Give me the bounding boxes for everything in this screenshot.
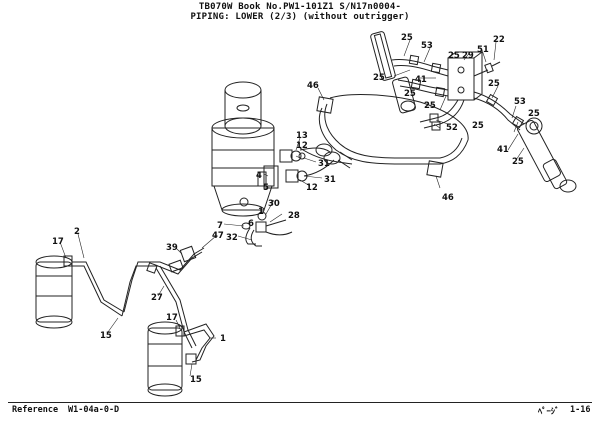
callout-30: 30 — [268, 199, 280, 209]
callout-5: 5 — [263, 183, 269, 193]
callout-1: 1 — [258, 207, 264, 217]
cylinder-lower-center — [147, 321, 215, 397]
callout-6: 6 — [248, 219, 254, 229]
cylinder-right — [517, 117, 577, 193]
callout-12: 12 — [306, 183, 318, 193]
callout-47: 47 — [212, 231, 224, 241]
hose-lower-right — [473, 91, 525, 131]
cylinder-left-upper — [370, 31, 416, 114]
callout-31: 31 — [324, 175, 336, 185]
callout-15: 15 — [100, 331, 112, 341]
footer-reference-code: W1-04a-0-D — [68, 405, 120, 415]
callout-53: 53 — [514, 97, 526, 107]
header-title-line2: PIPING: LOWER (2/3) (without outrigger) — [190, 12, 410, 22]
hose-upper-left — [391, 54, 449, 98]
callout-13: 13 — [296, 131, 308, 141]
callout-25: 25 — [528, 109, 540, 119]
callout-12: 12 — [296, 141, 308, 151]
valve-block — [447, 51, 483, 101]
callout-25: 25 — [488, 79, 500, 89]
leader-lines — [59, 39, 525, 377]
callout-25: 25 — [404, 89, 416, 99]
callout-15: 15 — [190, 375, 202, 385]
callout-2: 2 — [74, 227, 80, 237]
cylinder-lower-left — [35, 255, 73, 329]
footer-reference-label: Reference — [12, 405, 59, 415]
callout-46: 46 — [442, 193, 454, 203]
header-title-line1: TB070W Book No.PW1-101Z1 S/N17n0004- — [198, 2, 402, 12]
callout-22: 22 — [493, 35, 505, 45]
callout-29: 29 — [462, 51, 474, 61]
pipe-run-lower — [72, 245, 205, 349]
callout-41: 41 — [497, 145, 509, 155]
callout-25: 25 — [424, 101, 436, 111]
bolt-51 — [473, 61, 501, 77]
callout-32: 32 — [226, 233, 238, 243]
callout-53: 53 — [421, 41, 433, 51]
footer-page-label: ﾍﾟｰｼﾞ — [538, 407, 560, 417]
callout-25: 25 — [512, 157, 524, 167]
callout-17: 17 — [52, 237, 64, 247]
fittings-lower-swivel — [241, 211, 293, 247]
callout-17: 17 — [166, 313, 178, 323]
callouts: 25 53 25 51 22 25 25 29 41 46 25 25 53 2… — [52, 33, 540, 385]
hose-46 — [299, 94, 469, 178]
callout-25: 25 — [472, 121, 484, 131]
callout-4: 4 — [256, 171, 262, 181]
callout-51: 51 — [477, 45, 489, 55]
callout-41: 41 — [415, 75, 427, 85]
callout-1: 1 — [220, 334, 226, 344]
swivel-joint — [211, 81, 279, 217]
callout-25: 25 — [373, 73, 385, 83]
callout-39: 39 — [166, 243, 178, 253]
callout-27: 27 — [151, 293, 163, 303]
callout-28: 28 — [288, 211, 300, 221]
callout-7: 7 — [217, 221, 223, 231]
fittings-12-13-31 — [279, 143, 353, 183]
callout-46: 46 — [307, 81, 319, 91]
footer-page-number: 1-16 — [570, 405, 591, 415]
callout-25: 25 — [401, 33, 413, 43]
footer-divider — [8, 402, 592, 403]
callout-31: 31 — [318, 159, 330, 169]
callout-25: 25 — [448, 51, 460, 61]
callout-52: 52 — [446, 123, 458, 133]
